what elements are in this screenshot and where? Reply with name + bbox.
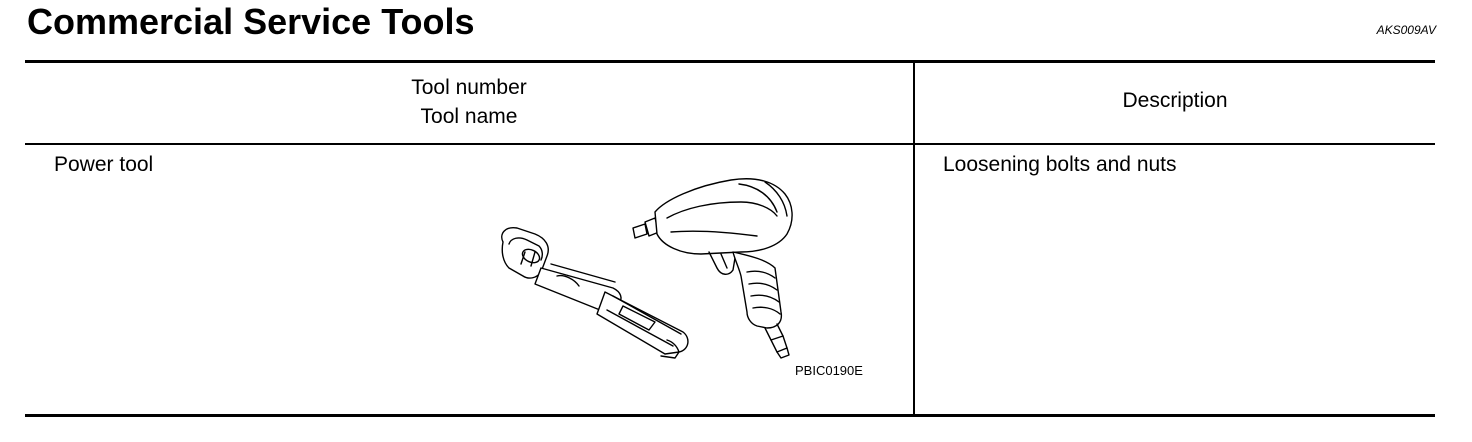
table-top-rule	[25, 60, 1435, 63]
table-column-divider	[913, 60, 915, 417]
header-tool-column: Tool number Tool name	[25, 73, 913, 131]
row-description: Loosening bolts and nuts	[943, 153, 1177, 176]
header-tool-number: Tool number	[411, 76, 527, 99]
header-tool-name: Tool name	[420, 105, 518, 128]
table-bottom-rule	[25, 414, 1435, 417]
figure-code: PBIC0190E	[795, 363, 863, 378]
page-title: Commercial Service Tools	[27, 1, 475, 42]
power-tool-illustration	[501, 178, 793, 359]
ratchet-wrench-icon	[501, 227, 689, 359]
row-tool-name: Power tool	[54, 153, 154, 176]
impact-wrench-icon	[632, 178, 793, 359]
header-description: Description	[1122, 89, 1228, 112]
table-header-rule	[25, 143, 1435, 145]
document-id: AKS009AV	[1376, 23, 1436, 37]
